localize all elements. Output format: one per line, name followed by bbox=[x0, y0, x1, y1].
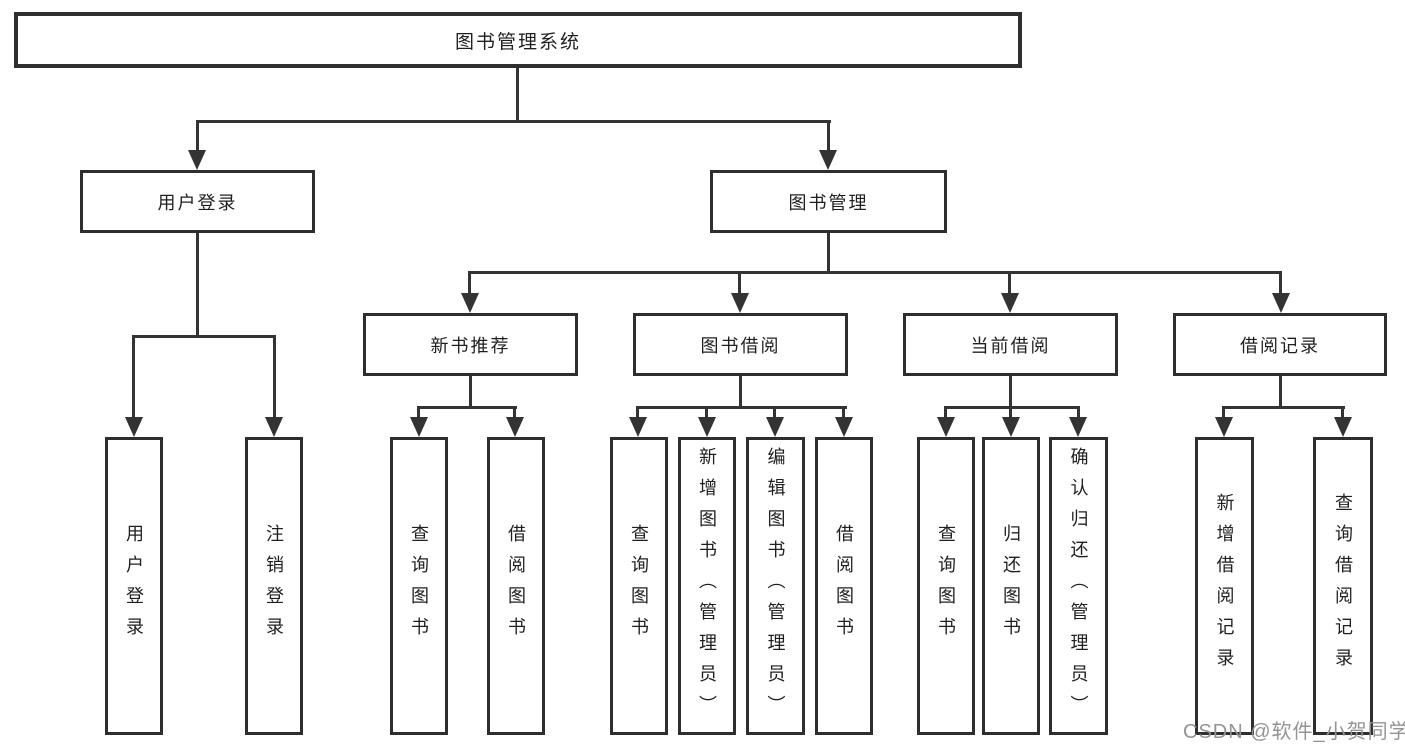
arrowhead-icon bbox=[188, 150, 206, 170]
arrowhead-icon bbox=[265, 417, 283, 437]
leaf-label: 编辑图书（管理员） bbox=[765, 446, 786, 726]
connector-drop bbox=[1009, 406, 1012, 419]
leaf-label: 确认归还（管理员） bbox=[1068, 446, 1089, 726]
leaf-query-books-recommend: 查询图书 bbox=[390, 437, 448, 735]
watermark: CSDN @软件_小贺同学 bbox=[1183, 721, 1405, 743]
connector-drop-leaf-user-login bbox=[132, 335, 135, 419]
leaf-label: 注销登录 bbox=[264, 524, 284, 648]
node-book-management: 图书管理 bbox=[710, 170, 947, 233]
connector-drop-leaf-logout bbox=[273, 335, 276, 419]
leaf-user-login: 用户登录 bbox=[105, 437, 163, 735]
connector-drop-user-login bbox=[196, 120, 199, 152]
connector-drop bbox=[1222, 406, 1225, 419]
connector-drop-book-management bbox=[827, 120, 830, 152]
leaf-label: 查询图书 bbox=[409, 524, 429, 648]
arrowhead-icon bbox=[1002, 417, 1020, 437]
connector-drop bbox=[636, 406, 639, 419]
arrowhead-icon bbox=[1001, 293, 1019, 313]
leaf-query-borrow-record: 查询借阅记录 bbox=[1313, 437, 1373, 735]
arrowhead-icon bbox=[731, 293, 749, 313]
connector-book-borrow-stem bbox=[739, 376, 742, 406]
connector-drop bbox=[944, 406, 947, 419]
arrowhead-icon bbox=[1272, 293, 1290, 313]
arrowhead-icon bbox=[698, 417, 716, 437]
arrowhead-icon bbox=[766, 417, 784, 437]
connector-borrow-records-stem bbox=[1279, 376, 1282, 406]
arrowhead-icon bbox=[1334, 417, 1352, 437]
arrowhead-icon bbox=[410, 417, 428, 437]
leaf-add-borrow-record: 新增借阅记录 bbox=[1195, 437, 1254, 735]
node-borrowing-records: 借阅记录 bbox=[1173, 313, 1387, 376]
connector-drop-borrow-records bbox=[1279, 271, 1282, 295]
leaf-label: 新增借阅记录 bbox=[1214, 493, 1235, 679]
node-library-management-system: 图书管理系统 bbox=[14, 12, 1022, 68]
connector-drop bbox=[417, 406, 420, 419]
arrowhead-icon bbox=[125, 417, 143, 437]
node-label: 新书推荐 bbox=[430, 335, 511, 356]
arrowhead-icon bbox=[937, 417, 955, 437]
arrowhead-icon bbox=[1069, 417, 1087, 437]
node-book-borrowing: 图书借阅 bbox=[633, 313, 848, 376]
leaf-return-books: 归还图书 bbox=[982, 437, 1040, 735]
connector-drop bbox=[513, 406, 516, 419]
node-label: 图书借阅 bbox=[700, 335, 781, 356]
connector-drop bbox=[773, 406, 776, 419]
leaf-query-books-borrowing: 查询图书 bbox=[610, 437, 668, 735]
arrowhead-icon bbox=[835, 417, 853, 437]
connector-book-borrow-bar bbox=[636, 406, 847, 409]
node-label: 图书管理 bbox=[788, 192, 869, 213]
arrowhead-icon bbox=[461, 293, 479, 313]
leaf-label: 归还图书 bbox=[1001, 524, 1021, 648]
leaf-query-books-current: 查询图书 bbox=[917, 437, 975, 735]
leaf-edit-books-admin: 编辑图书（管理员） bbox=[746, 437, 805, 735]
arrowhead-icon bbox=[1215, 417, 1233, 437]
leaf-borrow-books: 借阅图书 bbox=[815, 437, 873, 735]
leaf-confirm-return-admin: 确认归还（管理员） bbox=[1049, 437, 1108, 735]
connector-book-management-bar bbox=[468, 271, 1282, 274]
connector-drop bbox=[1077, 406, 1080, 419]
leaf-label: 借阅图书 bbox=[506, 524, 526, 648]
connector-root-bar bbox=[196, 120, 831, 123]
connector-book-management-stem bbox=[827, 233, 830, 271]
connector-user-login-stem bbox=[196, 233, 199, 335]
leaf-borrow-books-recommend: 借阅图书 bbox=[487, 437, 545, 735]
arrowhead-icon bbox=[819, 150, 837, 170]
connector-user-login-bar bbox=[132, 335, 276, 338]
connector-drop bbox=[1341, 406, 1344, 419]
connector-drop-book-borrow bbox=[738, 271, 741, 295]
connector-drop-current-borrow bbox=[1008, 271, 1011, 295]
connector-current-borrow-stem bbox=[1009, 376, 1012, 406]
node-label: 图书管理系统 bbox=[454, 31, 581, 53]
connector-drop bbox=[705, 406, 708, 419]
arrowhead-icon bbox=[629, 417, 647, 437]
node-new-book-recommendation: 新书推荐 bbox=[363, 313, 578, 376]
leaf-label: 借阅图书 bbox=[834, 524, 854, 648]
connector-current-borrow-bar bbox=[944, 406, 1080, 409]
leaf-add-books-admin: 新增图书（管理员） bbox=[678, 437, 736, 735]
connector-new-book-bar bbox=[417, 406, 517, 409]
leaf-logout: 注销登录 bbox=[245, 437, 303, 735]
leaf-label: 查询借阅记录 bbox=[1333, 493, 1353, 679]
node-label: 当前借阅 bbox=[970, 335, 1051, 356]
leaf-label: 查询图书 bbox=[629, 524, 649, 648]
connector-drop-new-book bbox=[468, 271, 471, 295]
node-user-login: 用户登录 bbox=[80, 170, 315, 233]
node-label: 用户登录 bbox=[157, 192, 238, 213]
connector-borrow-records-bar bbox=[1222, 406, 1345, 409]
leaf-label: 新增图书（管理员） bbox=[697, 446, 717, 726]
connector-drop bbox=[842, 406, 845, 419]
leaf-label: 查询图书 bbox=[936, 524, 956, 648]
connector-root-stem bbox=[516, 68, 519, 120]
leaf-label: 用户登录 bbox=[124, 524, 144, 648]
node-label: 借阅记录 bbox=[1240, 335, 1320, 356]
arrowhead-icon bbox=[506, 417, 524, 437]
connector-new-book-stem bbox=[469, 376, 472, 406]
node-current-borrowing: 当前借阅 bbox=[903, 313, 1118, 376]
